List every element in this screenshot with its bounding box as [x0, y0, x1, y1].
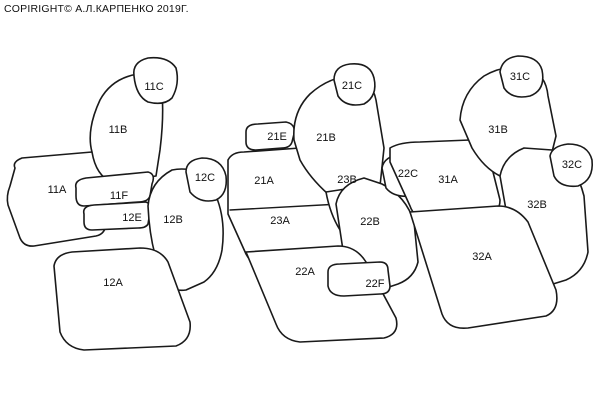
label-32C: 32C [562, 159, 582, 171]
label-31C: 31C [510, 71, 530, 83]
label-23B: 23B [337, 174, 357, 186]
headrest-31C [499, 55, 544, 98]
label-32B: 32B [527, 199, 547, 211]
label-12E: 12E [122, 212, 142, 224]
label-21C: 21C [342, 80, 362, 92]
label-11B: 11B [109, 124, 128, 136]
label-31B: 31B [488, 124, 508, 136]
armrest-22F [327, 261, 391, 297]
label-22F: 22F [366, 278, 385, 290]
label-22B: 22B [360, 216, 380, 228]
cushion-12A [53, 247, 192, 351]
label-32A: 32A [472, 251, 492, 263]
seat-group-3 [389, 55, 594, 330]
label-11A: 11A [48, 184, 67, 196]
label-12A: 12A [103, 277, 123, 289]
headrest-32C [549, 143, 594, 188]
label-12C: 12C [195, 172, 215, 184]
cushion-32A [409, 205, 558, 330]
seat-group-2 [227, 62, 428, 343]
label-22A: 22A [295, 266, 315, 278]
label-12B: 12B [163, 214, 183, 226]
armrest-21E [245, 121, 296, 151]
armrest-12E [82, 201, 152, 231]
label-23A: 23A [270, 215, 290, 227]
label-21E: 21E [267, 131, 287, 143]
seat-11A [6, 151, 107, 247]
label-21B: 21B [316, 132, 336, 144]
seam-21A-23A [229, 203, 341, 211]
headrest-21C [333, 62, 376, 106]
headrest-11C [132, 56, 179, 105]
label-11F: 11F [110, 190, 128, 202]
label-31A: 31A [438, 174, 458, 186]
label-21A: 21A [254, 175, 274, 187]
headrest-12C [185, 157, 228, 202]
seat-group-1 [6, 56, 228, 351]
label-11C: 11C [144, 81, 163, 93]
label-22C: 22C [398, 168, 418, 180]
copyright-notice: COPIRIGHT© А.Л.КАРПЕНКО 2019Г. [4, 3, 189, 15]
